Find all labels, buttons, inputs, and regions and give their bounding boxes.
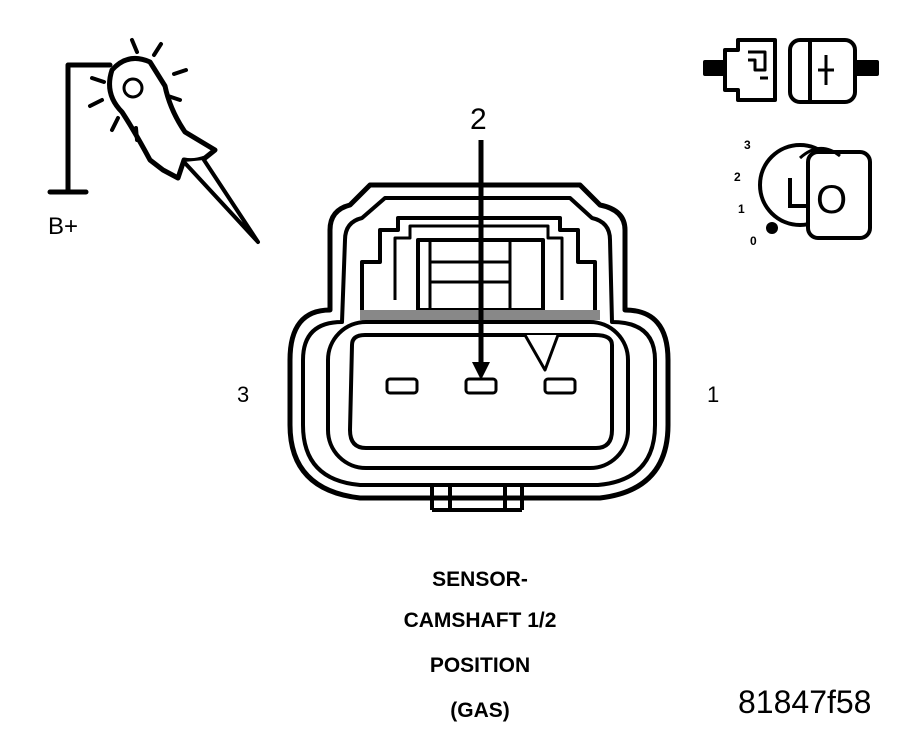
pin-3-label: 3 (237, 382, 250, 407)
pin-1-label: 1 (707, 382, 720, 407)
caption-line-1: SENSOR- (432, 568, 528, 591)
ignition-key-letter: O (816, 178, 848, 222)
pin-2-pointer-arrow (472, 140, 490, 380)
caption-line-4: (GAS) (450, 699, 510, 722)
caption-line-3: POSITION (429, 654, 531, 677)
pointer-pin-label: 2 (470, 103, 487, 136)
ignition-position-1: 1 (738, 202, 745, 216)
caption-line-2: CAMSHAFT 1/2 (403, 609, 557, 632)
ignition-position-3: 3 (744, 138, 751, 152)
test-light-probe-icon (47, 38, 260, 244)
ignition-key-icon (758, 143, 872, 240)
pin-1-terminal (543, 377, 577, 395)
figure-id: 81847f58 (738, 684, 872, 720)
ignition-position-2: 2 (734, 170, 741, 184)
connector-disconnect-icon (703, 38, 879, 104)
pin-3-terminal (385, 377, 419, 395)
ignition-position-0: 0 (750, 234, 757, 248)
probe-label: B+ (48, 213, 79, 240)
pin-2-terminal (464, 377, 498, 395)
